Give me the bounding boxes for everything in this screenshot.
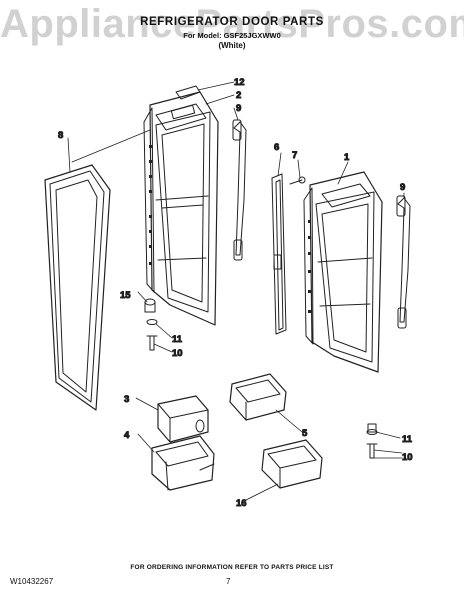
door-cap-drawing: [175, 85, 201, 100]
callout-11-left: 11: [172, 334, 183, 345]
callout-10-right: 10: [402, 452, 413, 463]
door-gasket-drawing: [44, 164, 111, 411]
document-number: W10432267: [10, 577, 54, 586]
page-number: 7: [226, 577, 231, 586]
callout-labels: 12 2 9 8 6 7 1 9 15 11 10 3 5 4 11 10 16: [58, 77, 414, 510]
callout-6: 6: [274, 142, 279, 153]
right-door-drawing: [303, 171, 383, 373]
callout-1: 1: [344, 152, 350, 163]
callout-4: 4: [124, 430, 130, 441]
callout-16: 16: [236, 498, 247, 509]
callout-9-right: 9: [400, 182, 405, 193]
left-door-drawing: [143, 91, 219, 326]
callout-5: 5: [302, 428, 308, 439]
hinge-screw-drawing: [289, 176, 306, 185]
callout-9-left: 9: [236, 103, 241, 114]
center-hinge-strip-drawing: [271, 173, 287, 335]
callout-15: 15: [120, 290, 131, 301]
right-hinge-hardware-drawing: [366, 423, 378, 459]
callout-2: 2: [236, 90, 241, 101]
door-bin-lower-drawing: [261, 439, 323, 489]
callout-3: 3: [124, 394, 129, 405]
callout-10-left: 10: [172, 348, 183, 359]
model-subtitle: For Model: GSF25JGXWW0: [183, 31, 281, 40]
callout-11-right: 11: [402, 434, 413, 445]
color-variant: (White): [218, 41, 246, 50]
callout-7: 7: [292, 150, 297, 161]
ordering-info: FOR ORDERING INFORMATION REFER TO PARTS …: [130, 564, 334, 571]
dairy-cover-drawing: [157, 395, 209, 443]
callout-12: 12: [234, 77, 245, 88]
callout-8: 8: [58, 130, 63, 141]
left-hinge-hardware-drawing: [144, 298, 158, 351]
site-watermark: AppliancePartsPros.com: [0, 2, 464, 46]
left-handle-drawing: [232, 119, 247, 261]
page-title: REFRIGERATOR DOOR PARTS: [140, 16, 324, 28]
callout-leaders: [67, 81, 405, 501]
dairy-bin-drawing: [151, 435, 215, 491]
door-bin-upper-drawing: [229, 373, 287, 421]
right-handle-drawing: [396, 195, 411, 329]
